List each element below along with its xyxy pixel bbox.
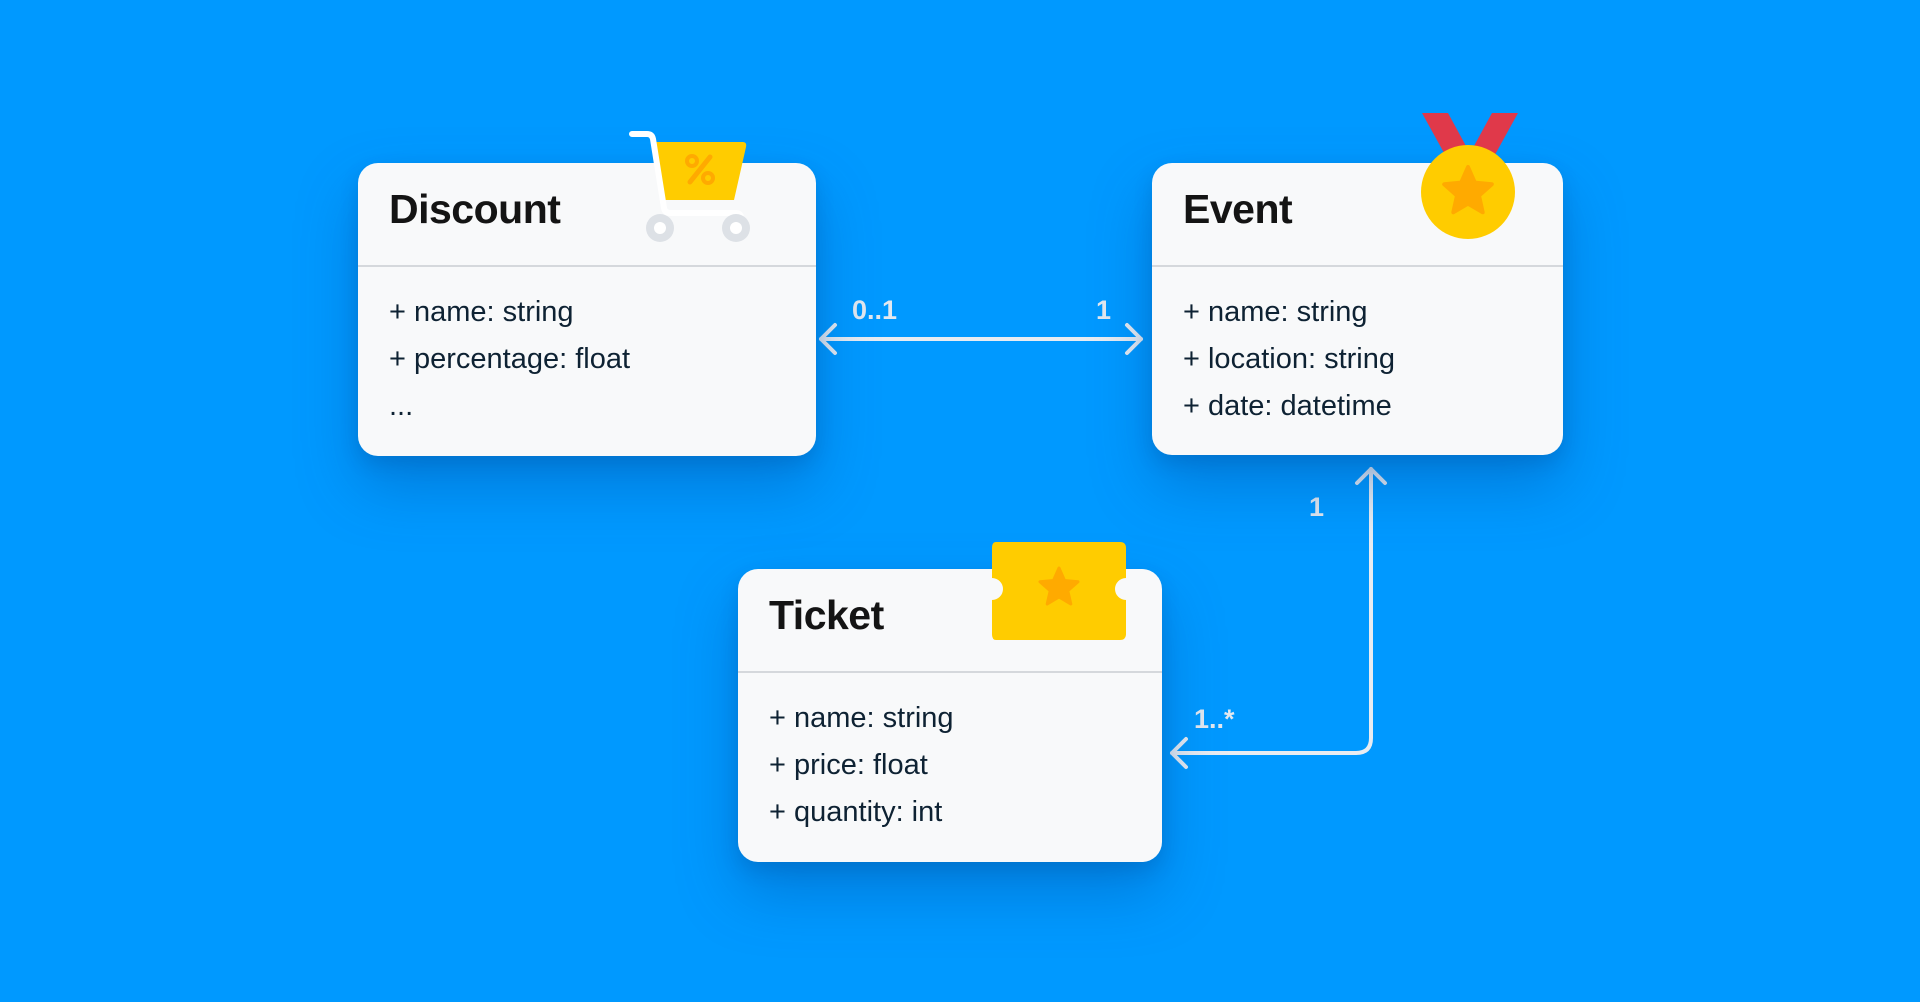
attribute-item: + name: string [769, 702, 954, 734]
class-divider [1152, 265, 1563, 267]
attribute-item: + name: string [1183, 296, 1368, 328]
attribute-item: + location: string [1183, 343, 1395, 375]
attribute-item: + name: string [389, 296, 574, 328]
class-title: Ticket [769, 592, 884, 638]
multiplicity-event-side-bottom: 1 [1309, 492, 1325, 522]
shopping-cart-percent-icon [629, 131, 750, 242]
medal-icon [1421, 113, 1518, 239]
attribute-item: + price: float [769, 749, 928, 781]
multiplicity-event-side-top: 1 [1096, 295, 1112, 325]
class-card-discount[interactable]: Discount + name: string + percentage: fl… [358, 163, 816, 456]
attribute-item: + quantity: int [769, 796, 943, 828]
attribute-item: + percentage: float [389, 343, 631, 375]
class-title: Event [1183, 186, 1293, 232]
attribute-list: + name: string + percentage: float ... [389, 289, 630, 430]
discount-event-association [819, 323, 1143, 355]
attribute-item: + date: datetime [1183, 390, 1392, 422]
multiplicity-ticket-side: 1..* [1194, 704, 1235, 734]
multiplicity-discount-side: 0..1 [852, 295, 898, 325]
class-divider [358, 265, 816, 267]
attribute-item: ... [389, 390, 414, 422]
class-title: Discount [389, 186, 561, 232]
attribute-list: + name: string + price: float + quantity… [769, 695, 954, 836]
class-divider [738, 671, 1162, 673]
attribute-list: + name: string + location: string + date… [1183, 289, 1395, 430]
ticket-event-association [1170, 467, 1387, 769]
ticket-icon [992, 542, 1126, 640]
